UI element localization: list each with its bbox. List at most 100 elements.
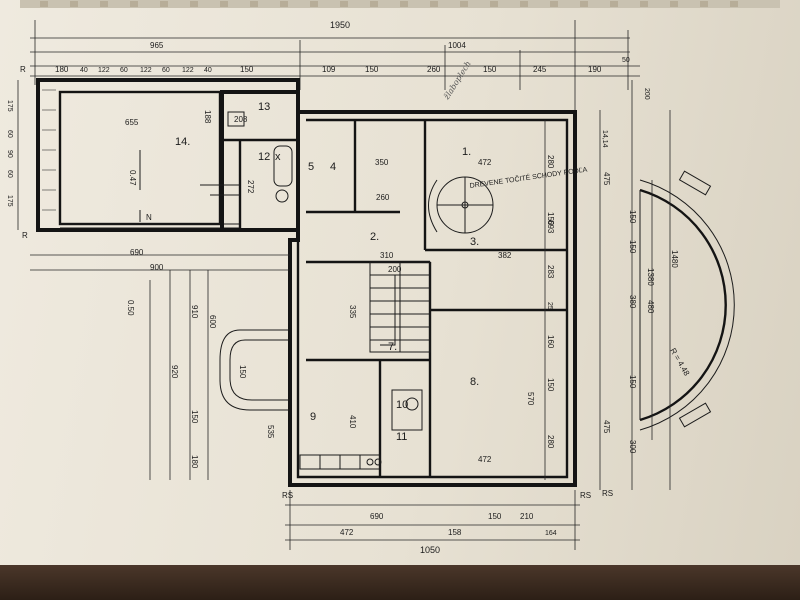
dim-left-9: 150 bbox=[190, 410, 199, 424]
binding-marks bbox=[20, 0, 780, 8]
dim-right-3: 150 bbox=[628, 210, 637, 224]
room-13: 13 bbox=[258, 101, 270, 113]
top-dimension-texts: 1950 1004 965 180 40 122 60 122 60 122 4… bbox=[55, 20, 630, 74]
dim-left-10: 180 bbox=[190, 455, 199, 469]
room-4: 4 bbox=[330, 161, 336, 173]
dim-left-8: 600 bbox=[208, 315, 217, 329]
area-4: 472 bbox=[478, 158, 492, 167]
right-dimension-texts: 200 14,14 475 150 150 380 150 475 300 13… bbox=[526, 88, 679, 454]
marker-radius: R = 4.48 bbox=[668, 347, 691, 378]
dim-left-12: 150 bbox=[238, 365, 247, 379]
area-6: 310 bbox=[380, 251, 394, 260]
dim-bottom-3: 150 bbox=[488, 512, 502, 521]
dim-top-17: 190 bbox=[588, 65, 602, 74]
dim-top-15: 150 bbox=[483, 65, 497, 74]
area-11: 200 bbox=[388, 265, 402, 274]
area-0: 655 bbox=[125, 118, 139, 127]
area-7: 335 bbox=[348, 305, 357, 319]
dim-top-16: 245 bbox=[533, 65, 547, 74]
room-8: 8. bbox=[470, 376, 479, 388]
room-12: 12 bbox=[258, 151, 270, 163]
dim-top-0: 1950 bbox=[330, 20, 350, 30]
dim-left-0: 175 bbox=[6, 100, 13, 112]
room-11: 11 bbox=[396, 431, 407, 443]
left-dimension-lines bbox=[17, 80, 290, 480]
dim-right-17: 160 bbox=[546, 335, 555, 349]
dim-top-4: 40 bbox=[80, 67, 88, 74]
area-2: 0.50 bbox=[126, 300, 135, 316]
area-labels: 655 0.47 0.50 350 472 382 310 335 410 47… bbox=[125, 110, 512, 464]
dim-right-10: 480 bbox=[646, 300, 655, 314]
room-2: 2. bbox=[370, 231, 379, 243]
dim-top-2: 965 bbox=[150, 41, 164, 50]
marker-r-top: R bbox=[20, 65, 26, 74]
dim-right-2: 475 bbox=[602, 172, 611, 186]
dim-right-16: 25 bbox=[546, 302, 553, 310]
area-13: 188 bbox=[203, 110, 212, 124]
dim-bottom-6: 1050 bbox=[420, 545, 440, 555]
dim-right-7: 475 bbox=[602, 420, 611, 434]
dim-left-4: 175 bbox=[6, 195, 13, 207]
entrance-ramp bbox=[200, 184, 290, 411]
table-edge bbox=[0, 565, 800, 600]
dim-top-1: 1004 bbox=[448, 41, 466, 50]
dim-bottom-4: 210 bbox=[520, 512, 534, 521]
dim-right-6: 150 bbox=[628, 375, 637, 389]
dim-right-19: 570 bbox=[526, 392, 535, 406]
bottom-dimension-texts: 690 472 158 150 210 164 1050 bbox=[340, 512, 557, 555]
dim-left-5: 920 bbox=[170, 365, 179, 379]
area-9: 472 bbox=[478, 455, 492, 464]
room-9: 9 bbox=[310, 411, 316, 423]
bay-window bbox=[639, 170, 735, 431]
area-5: 382 bbox=[498, 251, 512, 260]
dim-left-1: 60 bbox=[6, 130, 13, 138]
dim-top-11: 150 bbox=[240, 65, 254, 74]
dim-top-10: 40 bbox=[204, 67, 212, 74]
dim-right-8: 300 bbox=[628, 440, 637, 454]
dim-top-6: 60 bbox=[120, 67, 128, 74]
spiral-stair: DREVENE TOČITÉ SCHODY PODĽA bbox=[428, 165, 588, 234]
area-12: 272 bbox=[246, 180, 255, 194]
dim-bottom-1: 472 bbox=[340, 528, 354, 537]
dim-right-1: 14,14 bbox=[601, 130, 608, 148]
room-10: 10 bbox=[396, 399, 408, 411]
area-8: 410 bbox=[348, 415, 357, 429]
dim-top-5: 122 bbox=[98, 67, 110, 74]
area-1: 0.47 bbox=[128, 170, 137, 186]
dim-top-9: 122 bbox=[182, 67, 194, 74]
area-14: 208 bbox=[234, 115, 248, 124]
room-7: 7. bbox=[388, 341, 397, 353]
left-dimension-texts: 175 60 90 60 175 920 910 900 600 150 180… bbox=[6, 100, 275, 469]
bottom-dimension-lines bbox=[285, 490, 580, 550]
kitchen-counter bbox=[299, 389, 423, 470]
dim-top-3: 180 bbox=[55, 65, 69, 74]
dim-left-2: 90 bbox=[6, 150, 13, 158]
dim-left-6: 910 bbox=[190, 305, 199, 319]
dim-right-20: 280 bbox=[546, 435, 555, 449]
area-3: 350 bbox=[375, 158, 389, 167]
dim-right-11: 1480 bbox=[670, 250, 679, 268]
dim-left-3: 60 bbox=[6, 170, 13, 178]
marker-rs-bottom-right: RS bbox=[580, 491, 591, 500]
marker-r-left: R bbox=[22, 231, 28, 240]
dim-right-18: 150 bbox=[546, 378, 555, 392]
dim-top-18: 50 bbox=[622, 57, 630, 64]
dim-right-5: 380 bbox=[628, 295, 637, 309]
dim-right-14: 150 bbox=[546, 212, 555, 226]
dim-left-13: 690 bbox=[130, 248, 144, 257]
dim-right-13: 280 bbox=[546, 155, 555, 169]
room-3: 3. bbox=[470, 236, 479, 248]
room-5: 5 bbox=[308, 161, 314, 173]
dim-top-14: 260 bbox=[427, 65, 441, 74]
dim-right-12: 693 bbox=[546, 220, 555, 234]
right-dimension-lines bbox=[544, 80, 671, 490]
dim-right-0: 200 bbox=[643, 88, 650, 100]
dim-top-12: 109 bbox=[322, 65, 336, 74]
stair-note: DREVENE TOČITÉ SCHODY PODĽA bbox=[469, 165, 588, 190]
dim-left-11: 535 bbox=[266, 425, 275, 439]
marker-rs-right: RS bbox=[602, 489, 613, 498]
dim-top-8: 60 bbox=[162, 67, 170, 74]
marker-n: N bbox=[146, 213, 152, 222]
dim-bottom-5: 164 bbox=[545, 530, 557, 537]
